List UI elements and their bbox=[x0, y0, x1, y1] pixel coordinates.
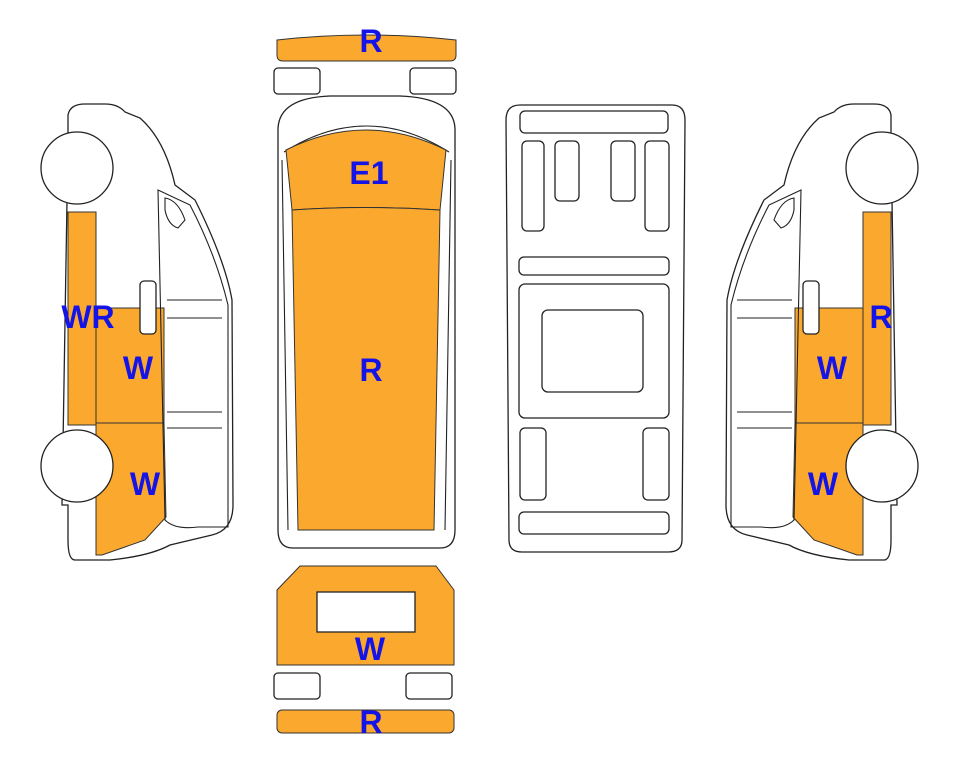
left-side-handle bbox=[139, 280, 157, 335]
left-rear-wheel bbox=[40, 429, 114, 503]
underbody-rear-bar bbox=[518, 511, 670, 535]
rear-door-label: W bbox=[355, 631, 386, 667]
right-front-wheel bbox=[845, 131, 919, 205]
underbody-mid-bar bbox=[518, 256, 670, 276]
top-left-rail bbox=[281, 159, 289, 531]
right-rear-fender-label: W bbox=[808, 466, 839, 502]
left-front-wheel bbox=[40, 131, 114, 205]
underbody-slot-6 bbox=[642, 427, 670, 501]
left-rear-fender-label: W bbox=[130, 466, 161, 502]
right-rear-wheel bbox=[845, 429, 919, 503]
underbody-slot-2 bbox=[554, 140, 580, 202]
roof-panel[interactable] bbox=[291, 207, 441, 531]
right-side-mirror bbox=[773, 197, 795, 229]
left-side-view bbox=[40, 103, 234, 561]
right-pillar-panel[interactable] bbox=[862, 211, 892, 426]
underbody-slot-3 bbox=[610, 140, 636, 202]
left-side-mirror bbox=[164, 197, 186, 229]
right-side-window-frame bbox=[730, 189, 802, 529]
rear-right-light bbox=[405, 672, 453, 700]
underbody-slot-4 bbox=[644, 140, 670, 232]
rear-window bbox=[316, 591, 416, 633]
right-side-view bbox=[725, 103, 919, 561]
left-front-door-label: W bbox=[123, 350, 154, 386]
right-side-window-inner bbox=[737, 299, 792, 429]
right-side-handle bbox=[802, 280, 820, 335]
front-bumper-panel[interactable] bbox=[276, 34, 457, 62]
front-bumper-label: R bbox=[359, 23, 382, 59]
underbody-view bbox=[505, 104, 686, 553]
left-side-window-inner bbox=[167, 299, 222, 429]
rear-bumper-label: R bbox=[359, 704, 382, 740]
top-right-rail bbox=[444, 159, 452, 531]
front-right-light bbox=[409, 67, 457, 95]
front-left-light bbox=[273, 67, 321, 95]
rear-left-light bbox=[273, 672, 321, 700]
underbody-slot-1 bbox=[521, 140, 545, 232]
windshield-line bbox=[283, 125, 450, 153]
underbody-front-bar bbox=[519, 110, 669, 134]
left-pillar-label: WR bbox=[61, 299, 114, 335]
left-side-window-frame bbox=[157, 189, 229, 529]
underbody-center-box bbox=[541, 309, 644, 393]
rear-bumper-panel[interactable] bbox=[276, 709, 455, 734]
top-view bbox=[273, 34, 457, 734]
roof-label: R bbox=[359, 352, 382, 388]
right-front-door-label: W bbox=[817, 350, 848, 386]
left-rear-fender-panel[interactable] bbox=[95, 422, 167, 556]
right-rear-fender-panel[interactable] bbox=[792, 422, 864, 556]
hood-label: E1 bbox=[349, 155, 388, 191]
damage-labels: R E1 R W R WR W W R W W bbox=[61, 23, 892, 740]
underbody-slot-5 bbox=[519, 427, 547, 501]
right-pillar-label: R bbox=[869, 299, 892, 335]
